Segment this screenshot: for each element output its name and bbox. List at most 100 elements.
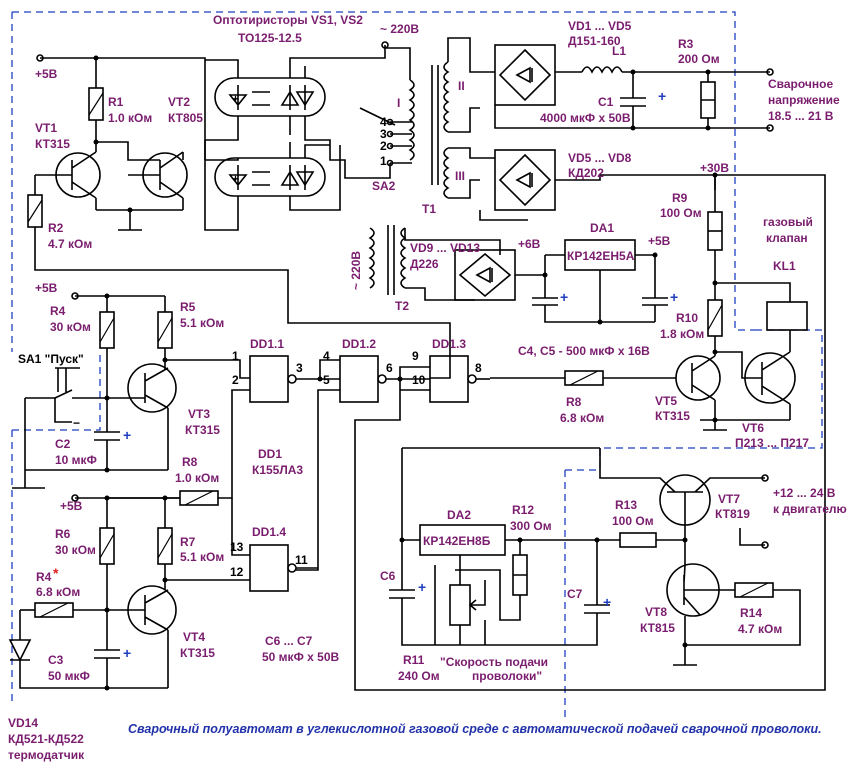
vt1-label: VT1 <box>35 121 57 135</box>
svg-text:+: + <box>232 92 239 106</box>
plus6-label: +6В <box>518 237 541 251</box>
vt3-label: VT3 <box>188 407 210 421</box>
r5-value: 5.1 кОм <box>180 316 224 330</box>
r2-value: 4.7 кОм <box>48 237 92 251</box>
r8-1k-label: R8 <box>182 455 198 469</box>
vt1-type: КТ315 <box>35 137 70 151</box>
pin-6: 6 <box>386 361 393 375</box>
pin-11: 11 <box>295 553 308 567</box>
r8-6k8-value: 6.8 кОм <box>560 411 604 425</box>
polarity-marks: + + + + + + + + + − <box>73 88 678 661</box>
thermo-label: термодатчик <box>8 748 85 762</box>
plus5-top-label: +5В <box>35 67 58 81</box>
logic-power-supply <box>368 225 668 325</box>
dd1-4-gate <box>249 544 289 592</box>
vt4-type: КТ315 <box>180 646 215 660</box>
c6-c7-value: 50 мкФ х 50В <box>262 650 339 664</box>
da1-label: DA1 <box>590 221 614 235</box>
pin-2: 2 <box>232 373 239 387</box>
thermal-section <box>8 494 180 691</box>
vd1-vd5-label: VD1 ... VD5 <box>568 19 632 33</box>
r14-value: 4.7 кОм <box>738 622 782 636</box>
c1-value: 4000 мкФ х 50В <box>540 111 631 125</box>
vd14-diode <box>8 639 32 662</box>
c2-label: C2 <box>55 437 71 451</box>
vd9-vd13-label: VD9 ... VD13 <box>410 241 480 255</box>
schematic-caption: Сварочный полуавтомат в углекислотной га… <box>128 722 822 736</box>
sa2-label: SA2 <box>372 179 396 193</box>
pin-4: 4 <box>323 349 330 363</box>
r13-value: 100 Ом <box>612 514 654 528</box>
plus5-r4-label: +5В <box>35 281 58 295</box>
plus5-da1-label: +5В <box>648 234 671 248</box>
dd1-3-gate <box>429 355 469 403</box>
l1-label: L1 <box>612 44 626 58</box>
pin-3: 3 <box>296 361 303 375</box>
r13-label: R13 <box>615 498 637 512</box>
r1-label: R1 <box>108 95 124 109</box>
speed-label-line2: проволоки" <box>472 669 542 683</box>
svg-text:+: + <box>123 645 131 661</box>
c6-c7-label: C6 ... C7 <box>265 634 313 648</box>
c1-label: C1 <box>598 95 614 109</box>
plus5-r6-label: +5В <box>60 499 83 513</box>
svg-text:+: + <box>560 289 568 305</box>
da2-label: DA2 <box>447 508 471 522</box>
pin-5: 5 <box>323 373 330 387</box>
vt4-label: VT4 <box>183 630 205 644</box>
vt2-type: КТ805 <box>168 111 203 125</box>
vd1-vd5-bridge <box>494 44 556 106</box>
vt8-type: КТ815 <box>640 621 675 635</box>
r4-star-label: R4 <box>36 570 52 584</box>
sa1-label: SA1 "Пуск" <box>18 352 84 366</box>
c2-value: 10 мкФ <box>55 453 97 467</box>
r7-label: R7 <box>180 535 196 549</box>
kl1-relay-coil <box>766 301 808 331</box>
svg-text:+: + <box>123 427 131 443</box>
r12-label: R12 <box>512 503 534 517</box>
svg-text:+: + <box>232 172 239 186</box>
vd14-type: КД521-КД522 <box>8 732 84 746</box>
vd14-label: VD14 <box>8 716 38 730</box>
vt5-transistor <box>675 355 721 401</box>
svg-text:+: + <box>418 579 426 595</box>
pin-9: 9 <box>412 349 419 363</box>
weld-voltage-line3: 18.5 ... 21 В <box>768 109 834 123</box>
dd1-1-gate <box>249 355 289 403</box>
c7-label: C7 <box>567 587 583 601</box>
svg-text:+: + <box>603 594 611 610</box>
dd1-label: DD1 <box>258 447 282 461</box>
vs1-optothyristor <box>214 77 326 117</box>
svg-text:+: + <box>670 289 678 305</box>
r10-value: 1.8 кОм <box>660 327 704 341</box>
vt6-type: П213 ... П217 <box>735 436 809 450</box>
dd1-4-label: DD1.4 <box>252 525 286 539</box>
r4-label: R4 <box>50 304 66 318</box>
r1-value: 1.0 кОм <box>108 111 152 125</box>
c6-label: C6 <box>380 569 396 583</box>
r13-resistor <box>619 532 657 548</box>
optocouplers <box>204 41 391 231</box>
enclosure-borders <box>11 11 823 720</box>
vd9-type: Д226 <box>410 257 439 271</box>
pin-10: 10 <box>412 373 426 387</box>
t2-label: T2 <box>395 299 409 313</box>
gas-valve-line2: клапан <box>766 231 808 245</box>
weld-voltage-line1: Сварочное <box>768 77 833 91</box>
r4-star-mark: * <box>53 565 59 581</box>
r4-star-value: 6.8 кОм <box>36 585 80 599</box>
pin-13: 13 <box>230 540 244 554</box>
r7-value: 5.1 кОм <box>180 550 224 564</box>
vt3-type: КТ315 <box>185 423 220 437</box>
c3-label: C3 <box>48 653 64 667</box>
vt5-type: КТ315 <box>655 409 690 423</box>
da1-type: КР142ЕН5А <box>567 249 635 263</box>
r11-label: R11 <box>403 653 425 667</box>
r4-value: 30 кОм <box>50 320 91 334</box>
pin-1: 1 <box>232 349 239 363</box>
winding-2-label: II <box>458 79 465 93</box>
wire-feed-section <box>389 447 801 666</box>
r6-label: R6 <box>55 527 71 541</box>
r8-1k-value: 1.0 кОм <box>175 471 219 485</box>
motor-voltage-label: +12 ... 24 В <box>773 486 836 500</box>
